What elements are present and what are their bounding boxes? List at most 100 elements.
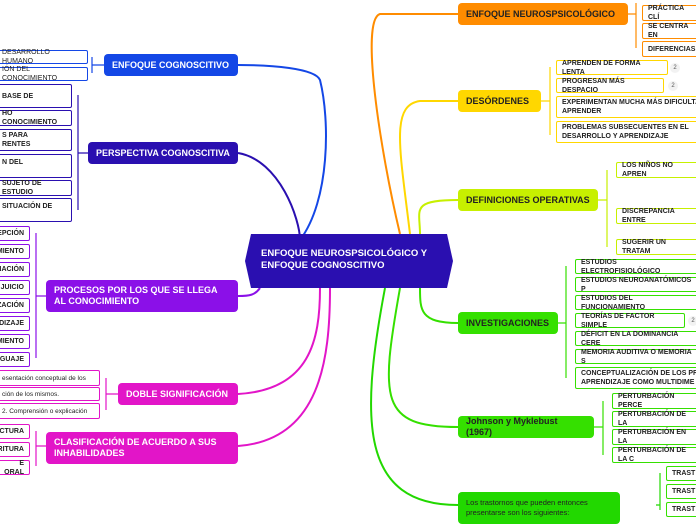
topic-enfoque-cognoscitivo[interactable]: ENFOQUE COGNOSCITIVO	[104, 54, 238, 76]
subtopic-label: MIENTO	[0, 248, 24, 255]
subtopic[interactable]: N DEL	[0, 154, 72, 178]
subtopic[interactable]: IÓN DEL CONOCIMIENTO	[0, 66, 88, 82]
subtopic-label: NDIZAJE	[0, 320, 24, 327]
topic-label: PERSPECTIVA COGNOSCITIVA	[96, 147, 230, 158]
subtopic[interactable]: SUJETO DE ESTUDIO	[0, 180, 72, 196]
subtopic[interactable]: ESTUDIOS NEUROANATÓMICOS P	[575, 276, 696, 293]
subtopic[interactable]: PRÁCTICA CLÍ	[642, 5, 696, 21]
count-badge: 2	[688, 316, 696, 326]
subtopic-label: PERTURBACIÓN EN LA	[618, 429, 687, 445]
subtopic-label: ESTUDIOS ELECTROFISIOLÓGICO	[581, 258, 661, 275]
subtopic-label: CTURA	[0, 428, 24, 435]
subtopic-label: ESTUDIOS NEUROANATÓMICOS P	[581, 276, 692, 293]
topic-investigaciones[interactable]: INVESTIGACIONES	[458, 312, 558, 334]
subtopic-label: E ORAL	[4, 459, 24, 476]
subtopic[interactable]: CTURA	[0, 424, 30, 439]
subtopic-label: DIFERENCIAS	[648, 45, 696, 53]
topic-johnson-myklebust[interactable]: Johnson y Myklebust (1967)	[458, 416, 594, 438]
subtopic[interactable]: E ORAL	[0, 459, 30, 476]
subtopic[interactable]: DÉFICIT EN LA DOMINANCIA CERE	[575, 331, 696, 347]
subtopic[interactable]: MIENTO	[0, 244, 30, 259]
subtopic[interactable]: ESTUDIOS ELECTROFISIOLÓGICO	[575, 258, 696, 275]
topic-label: DESÓRDENES	[466, 95, 530, 106]
topic-label: CLASIFICACIÓN DE ACUERDO A SUS INHABILID…	[54, 437, 217, 458]
subtopic[interactable]: JUICIO	[0, 280, 30, 295]
subtopic[interactable]: ZACIÓN	[0, 298, 30, 313]
subtopic-label: GUAJE	[0, 356, 24, 363]
subtopic-label: esentación conceptual de los	[2, 374, 86, 382]
subtopic[interactable]: SUGERIR UN TRATAM	[616, 239, 696, 255]
subtopic-label: JUICIO	[0, 284, 24, 291]
subtopic-label: APRENDEN DE FORMA LENTA	[562, 59, 641, 76]
subtopic[interactable]: PERTURBACIÓN PERCE	[612, 393, 696, 409]
topic-enfoque-neuropsicologico[interactable]: ENFOQUE NEUROSPSICOLÓGICO	[458, 3, 628, 25]
subtopic[interactable]: PERTURBACIÓN DE LA C	[612, 447, 696, 463]
subtopic-label: ZACIÓN	[0, 302, 24, 309]
subtopic-label: PROBLEMAS SUBSECUENTES EN EL DESARROLLO …	[562, 124, 689, 140]
subtopic[interactable]: ción de los mismos.	[0, 387, 100, 401]
subtopic[interactable]: RITURA	[0, 442, 30, 457]
subtopic[interactable]: PROBLEMAS SUBSECUENTES EN EL DESARROLLO …	[556, 121, 696, 143]
subtopic[interactable]: 2. Comprensión o explicación	[0, 403, 100, 419]
subtopic-label: CONCEPTUALIZACIÓN DE LOS PR APRENDIZAJE …	[581, 370, 696, 386]
topic-perspectiva-cognoscitiva[interactable]: PERSPECTIVA COGNOSCITIVA	[88, 142, 238, 164]
subtopic[interactable]: ESTUDIOS DEL FUNCIONAMIENTO	[575, 295, 696, 311]
subtopic-label: N DEL	[2, 159, 23, 166]
subtopic[interactable]: MIENTO	[0, 334, 30, 349]
subtopic[interactable]: TRAST	[666, 502, 696, 517]
subtopic[interactable]: SITUACIÓN DE	[0, 198, 72, 222]
subtopic[interactable]: INACIÓN	[0, 262, 30, 277]
subtopic[interactable]: LOS NIÑOS NO APREN	[616, 162, 696, 178]
subtopic[interactable]: TRAST	[666, 484, 696, 499]
subtopic[interactable]: TRAST	[666, 466, 696, 481]
topic-label: ENFOQUE NEUROSPSICOLÓGICO	[466, 8, 616, 19]
topic-label: INVESTIGACIONES	[466, 317, 550, 328]
topic-trastornos[interactable]: Los trastornos que pueden entonces prese…	[458, 492, 620, 524]
subtopic-label: PERTURBACIÓN PERCE	[618, 393, 675, 409]
subtopic[interactable]: PROGRESAN MÁS DESPACIO	[556, 78, 664, 94]
subtopic[interactable]: HO CONOCIMIENTO	[0, 110, 72, 126]
subtopic[interactable]: DESARROLLO HUMANO	[0, 49, 88, 65]
subtopic[interactable]: BASE DE	[0, 84, 72, 108]
topic-label: Los trastornos que pueden entonces prese…	[466, 498, 588, 517]
subtopic-label: BASE DE	[2, 92, 34, 100]
topic-definiciones-operativas[interactable]: DEFINICIONES OPERATIVAS	[458, 189, 598, 211]
count-badge: 2	[670, 63, 680, 73]
subtopic[interactable]: CONCEPTUALIZACIÓN DE LOS PR APRENDIZAJE …	[575, 367, 696, 389]
topic-clasificacion[interactable]: CLASIFICACIÓN DE ACUERDO A SUS INHABILID…	[46, 432, 238, 464]
subtopic-label: IÓN DEL CONOCIMIENTO	[2, 66, 58, 82]
subtopic[interactable]: GUAJE	[0, 352, 30, 367]
subtopic-label: TRAST	[672, 488, 696, 495]
subtopic-label: PERTURBACIÓN DE LA C	[618, 447, 687, 463]
subtopic-label: SUGERIR UN TRATAM	[622, 239, 666, 255]
subtopic[interactable]: APRENDEN DE FORMA LENTA	[556, 59, 668, 76]
central-topic[interactable]: ENFOQUE NEUROSPSICOLÓGICO Y ENFOQUE COGN…	[245, 234, 453, 288]
topic-label: DOBLE SIGNIFICACIÓN	[126, 388, 229, 399]
subtopic[interactable]: DIFERENCIAS	[642, 41, 696, 57]
subtopic[interactable]: PERTURBACIÓN DE LA	[612, 411, 696, 427]
subtopic[interactable]: MEMORIA AUDITIVA O MEMORIA S	[575, 349, 696, 365]
topic-procesos[interactable]: PROCESOS POR LOS QUE SE LLEGA AL CONOCIM…	[46, 280, 238, 312]
topic-label: Johnson y Myklebust (1967)	[466, 416, 558, 437]
subtopic-label: SITUACIÓN DE	[2, 203, 53, 210]
subtopic[interactable]: SE CENTRA EN	[642, 23, 696, 39]
subtopic-label: ción de los mismos.	[2, 390, 60, 398]
subtopic[interactable]: PERTURBACIÓN EN LA	[612, 429, 696, 445]
subtopic-label: PRÁCTICA CLÍ	[648, 5, 684, 21]
subtopic-label: DISCREPANCIA ENTRE	[622, 208, 675, 224]
subtopic[interactable]: EPCIÓN	[0, 226, 30, 241]
topic-desordenes[interactable]: DESÓRDENES	[458, 90, 541, 112]
subtopic[interactable]: NDIZAJE	[0, 316, 30, 331]
topic-doble-significacion[interactable]: DOBLE SIGNIFICACIÓN	[118, 383, 238, 405]
subtopic-label: SE CENTRA EN	[648, 23, 689, 39]
subtopic[interactable]: esentación conceptual de los	[0, 370, 100, 386]
subtopic[interactable]: TEORÍAS DE FACTOR SIMPLE	[575, 313, 685, 329]
subtopic-label: EPCIÓN	[0, 230, 24, 237]
subtopic[interactable]: S PARA RENTES	[0, 129, 72, 151]
subtopic-label: SUJETO DE ESTUDIO	[2, 180, 42, 196]
subtopic[interactable]: DISCREPANCIA ENTRE	[616, 208, 696, 224]
topic-label: DEFINICIONES OPERATIVAS	[466, 194, 590, 205]
